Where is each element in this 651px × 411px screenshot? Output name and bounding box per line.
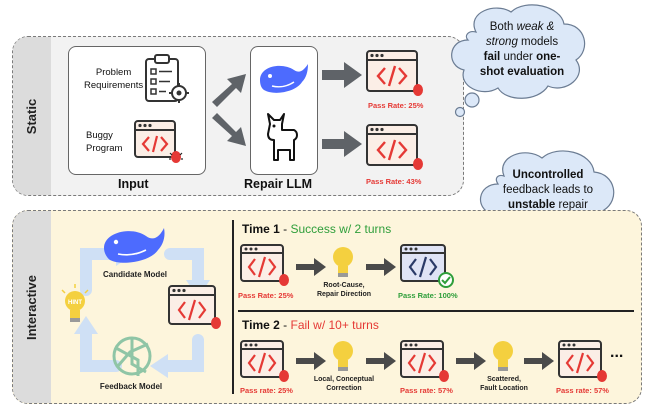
whale-icon	[260, 64, 308, 93]
time2-program-b	[400, 340, 449, 382]
divider-vertical	[232, 220, 234, 394]
buggy-label: Buggy Program	[86, 130, 123, 154]
candidate-whale-icon	[104, 228, 165, 263]
interactive-side-label: Interactive	[24, 274, 40, 340]
time2-program-c	[558, 340, 607, 382]
time2-arrow-1	[296, 352, 326, 370]
time1-pass-b: Pass Rate: 100%	[398, 291, 458, 300]
time2-ellipsis: ...	[610, 344, 624, 361]
arrow-right-bottom	[322, 131, 362, 157]
arrow-up-right	[212, 74, 246, 107]
arrow-right-top	[322, 62, 362, 88]
time2-arrow-2	[366, 352, 396, 370]
time1-pass-a: Pass Rate: 25%	[238, 291, 294, 300]
time1-program-a	[240, 244, 289, 286]
repair-llm-label: Repair LLM	[244, 177, 313, 191]
input-label: Input	[118, 177, 149, 191]
time1-feedback-label: Root-Cause, Repair Direction	[316, 282, 372, 298]
output-program-icon-top	[366, 50, 423, 96]
interactive-side-band: Interactive	[13, 211, 51, 403]
time1-title: Time 1 - Success w/ 2 turns	[242, 222, 392, 236]
time2-bulb-icon-b	[493, 341, 513, 371]
cloud-bottom-text: Uncontrolled feedback leads to unstable …	[502, 169, 594, 226]
hint-bulb-icon: HINT	[61, 284, 89, 322]
time2-arrow-4	[524, 352, 554, 370]
time2-pass-a: Pass rate: 25%	[240, 386, 293, 395]
clipboard-gear-icon	[145, 54, 189, 103]
time2-pass-b: Pass rate: 57%	[400, 386, 453, 395]
time2-pass-c: Pass rate: 57%	[556, 386, 609, 395]
openai-knot-icon	[112, 336, 152, 376]
time2-program-a	[240, 340, 289, 382]
arrow-down-right	[212, 113, 246, 146]
output-program-icon-bottom	[366, 124, 423, 170]
candidate-model-label: Candidate Model	[102, 270, 167, 279]
hint-text: HINT	[68, 300, 82, 306]
pass-rate-bottom: Pass Rate: 43%	[366, 177, 422, 186]
thought-cloud-top	[451, 4, 586, 118]
time2-bulb-icon-a	[333, 341, 353, 371]
time2-feedback-a-label: Local, Conceptual Correction	[313, 376, 375, 392]
time2-title: Time 2 - Fail w/ 10+ turns	[242, 318, 379, 332]
time1-program-b	[400, 244, 454, 288]
time2-arrow-3	[456, 352, 486, 370]
interactive-program-icon	[168, 285, 221, 329]
buggy-program-icon	[134, 120, 183, 163]
time2-feedback-b-label: Scattered, Fault Location	[480, 376, 528, 392]
static-side-band: Static	[13, 37, 51, 195]
llama-icon	[267, 113, 298, 161]
time1-bulb-icon	[333, 247, 353, 277]
pass-rate-top: Pass Rate: 25%	[368, 101, 424, 110]
feedback-model-label: Feedback Model	[99, 382, 163, 391]
divider-horizontal	[238, 310, 634, 312]
static-side-label: Static	[24, 98, 40, 134]
time1-arrow-1	[296, 258, 326, 276]
problem-label: Problem Requirements	[84, 67, 144, 91]
cloud-top-text: Both weak & strong models fail under one…	[479, 21, 565, 78]
time1-arrow-2	[366, 258, 396, 276]
